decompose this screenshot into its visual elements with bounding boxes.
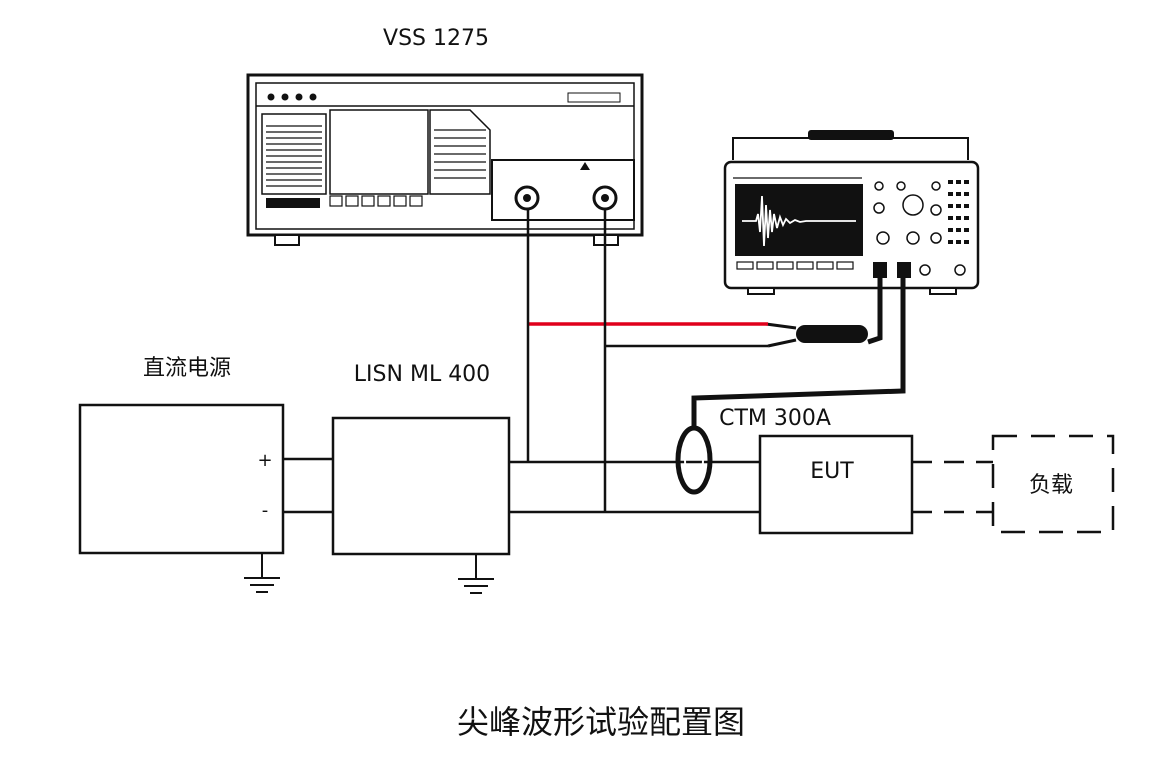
plus-terminal-label: + bbox=[257, 450, 272, 471]
load-wiring bbox=[912, 460, 993, 514]
load-label: 负载 bbox=[1029, 473, 1073, 498]
power-wiring bbox=[283, 457, 760, 514]
load: 负载 bbox=[991, 434, 1115, 534]
oscilloscope-controls bbox=[873, 181, 942, 245]
vent-grille bbox=[261, 113, 327, 195]
spike-waveform bbox=[742, 195, 856, 247]
eut-label: EUT bbox=[810, 459, 854, 484]
current-probe-label: CTM 300A bbox=[719, 406, 831, 431]
vss1275-generator: VSS 1275 bbox=[246, 26, 644, 246]
generator-display bbox=[329, 109, 429, 195]
dc-power-supply: 直流电源 + - bbox=[78, 356, 285, 555]
eut: EUT bbox=[758, 434, 914, 535]
lisn-label: LISN ML 400 bbox=[354, 362, 490, 387]
minus-terminal-label: - bbox=[262, 500, 269, 521]
lisn-ml400: LISN ML 400 bbox=[331, 362, 511, 556]
ground-symbol-supply bbox=[244, 553, 280, 593]
scope-input-connector-1 bbox=[873, 262, 887, 278]
ground-symbol-lisn bbox=[458, 554, 494, 594]
generator-buttons bbox=[329, 195, 423, 207]
probe-cables bbox=[691, 278, 906, 430]
scope-input-connector-2 bbox=[897, 262, 911, 278]
voltage-probe-body bbox=[796, 325, 868, 343]
generator-label: VSS 1275 bbox=[383, 26, 489, 51]
figure-caption: 尖峰波形试验配置图 bbox=[457, 703, 745, 741]
current-clamp: CTM 300A bbox=[675, 406, 831, 495]
oscilloscope-screen bbox=[735, 184, 863, 256]
generator-output-connector-2 bbox=[592, 185, 618, 211]
generator-output-connector-1 bbox=[514, 185, 540, 211]
oscilloscope bbox=[723, 130, 980, 295]
dc-supply-label: 直流电源 bbox=[143, 356, 231, 381]
